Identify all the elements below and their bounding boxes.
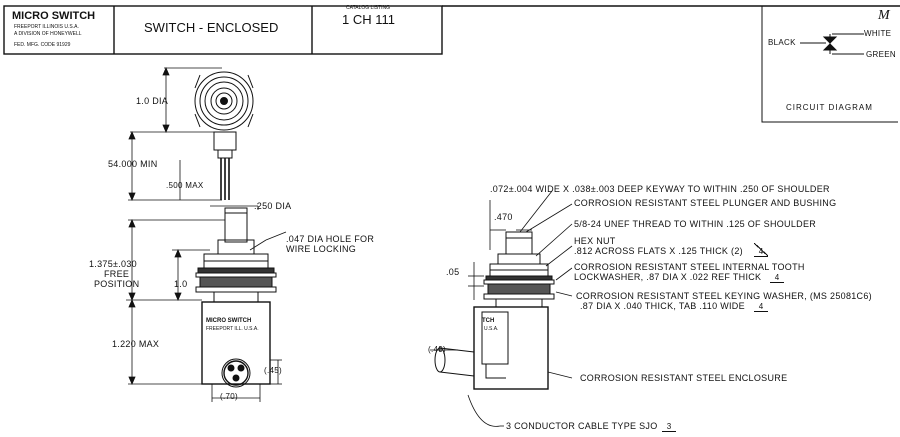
callout-hexnut-line1: HEX NUT xyxy=(574,236,616,246)
switch-description: SWITCH - ENCLOSED xyxy=(144,20,279,35)
dim-45: (.45) xyxy=(264,366,282,375)
corner-mark: M xyxy=(878,8,890,23)
brand-location: FREEPORT ILLINOIS U.S.A. xyxy=(14,24,79,30)
note-hole-line1: .047 DIA HOLE FOR xyxy=(286,234,375,244)
brand-name: MICRO SWITCH xyxy=(12,10,96,22)
callout-keying-line1: CORROSION RESISTANT STEEL KEYING WASHER,… xyxy=(576,291,872,301)
wire-green-label: GREEN xyxy=(866,50,896,59)
callout-keying-line2: .87 DIA X .040 THICK, TAB .110 WIDE xyxy=(580,301,745,311)
dim-250: .250 DIA xyxy=(254,201,292,211)
left-dimensions xyxy=(126,66,287,402)
tooth-ref-flag: 4 xyxy=(770,269,784,283)
left-side-view xyxy=(195,207,277,388)
housing-label-right-1: TCH xyxy=(482,318,495,324)
callout-tooth-line2: LOCKWASHER, .87 DIA X .022 REF THICK xyxy=(574,272,762,282)
dim-1-0: 1.0 xyxy=(174,279,188,289)
brand-code: FED. MFG. CODE 91929 xyxy=(14,42,71,48)
right-leaders xyxy=(430,190,573,427)
keying-ref-flag: 4 xyxy=(754,298,768,312)
callout-thread: 5/8-24 UNEF THREAD TO WITHIN .125 OF SHO… xyxy=(574,219,817,229)
dim-470: .470 xyxy=(494,212,513,222)
cable-ref-flag: 3 xyxy=(662,418,676,432)
dim-05: .05 xyxy=(446,267,460,277)
brand-division: A DIVISION OF HONEYWELL xyxy=(14,31,82,37)
dim-1220: 1.220 MAX xyxy=(112,339,160,349)
callout-keyway: .072±.004 WIDE X .038±.003 DEEP KEYWAY T… xyxy=(490,184,830,194)
dim-free-line1: 1.375±.030 xyxy=(89,259,137,269)
catalog-number: 1 CH 111 xyxy=(342,12,395,27)
callout-enclosure: CORROSION RESISTANT STEEL ENCLOSURE xyxy=(580,373,788,383)
housing-label-left-1: MICRO SWITCH xyxy=(206,318,252,324)
wire-black-label: BLACK xyxy=(768,38,796,47)
dim-free-line2: FREE xyxy=(104,269,130,279)
title-block-frame xyxy=(3,5,900,55)
dim-70: (.70) xyxy=(220,392,238,401)
circuit-title: CIRCUIT DIAGRAM xyxy=(786,103,873,112)
dim-min: 54.000 MIN xyxy=(108,159,158,169)
wire-white-label: WHITE xyxy=(864,29,892,38)
housing-label-left-2: FREEPORT ILL. U.S.A. xyxy=(206,326,259,332)
right-side-view xyxy=(434,231,555,390)
callout-hexnut-line2: .812 ACROSS FLATS X .125 THICK (2) xyxy=(574,246,743,256)
hexnut-ref-flag: 4 xyxy=(754,243,768,257)
catalog-label: CATALOG LISTING xyxy=(346,5,390,11)
callout-tooth-line1: CORROSION RESISTANT STEEL INTERNAL TOOTH xyxy=(574,262,805,272)
dim-500: .500 MAX xyxy=(166,181,204,190)
dim-dia-top: 1.0 DIA xyxy=(136,96,169,106)
callout-plunger: CORROSION RESISTANT STEEL PLUNGER AND BU… xyxy=(574,198,837,208)
note-hole-line2: WIRE LOCKING xyxy=(286,244,357,254)
left-top-view xyxy=(194,71,254,200)
dim-40: (.40) xyxy=(428,345,446,354)
callout-cable: 3 CONDUCTOR CABLE TYPE SJO xyxy=(506,421,658,431)
housing-label-right-2: U.S.A. xyxy=(484,326,499,332)
dim-free-line3: POSITION xyxy=(94,279,140,289)
circuit-box-frame xyxy=(761,6,898,123)
